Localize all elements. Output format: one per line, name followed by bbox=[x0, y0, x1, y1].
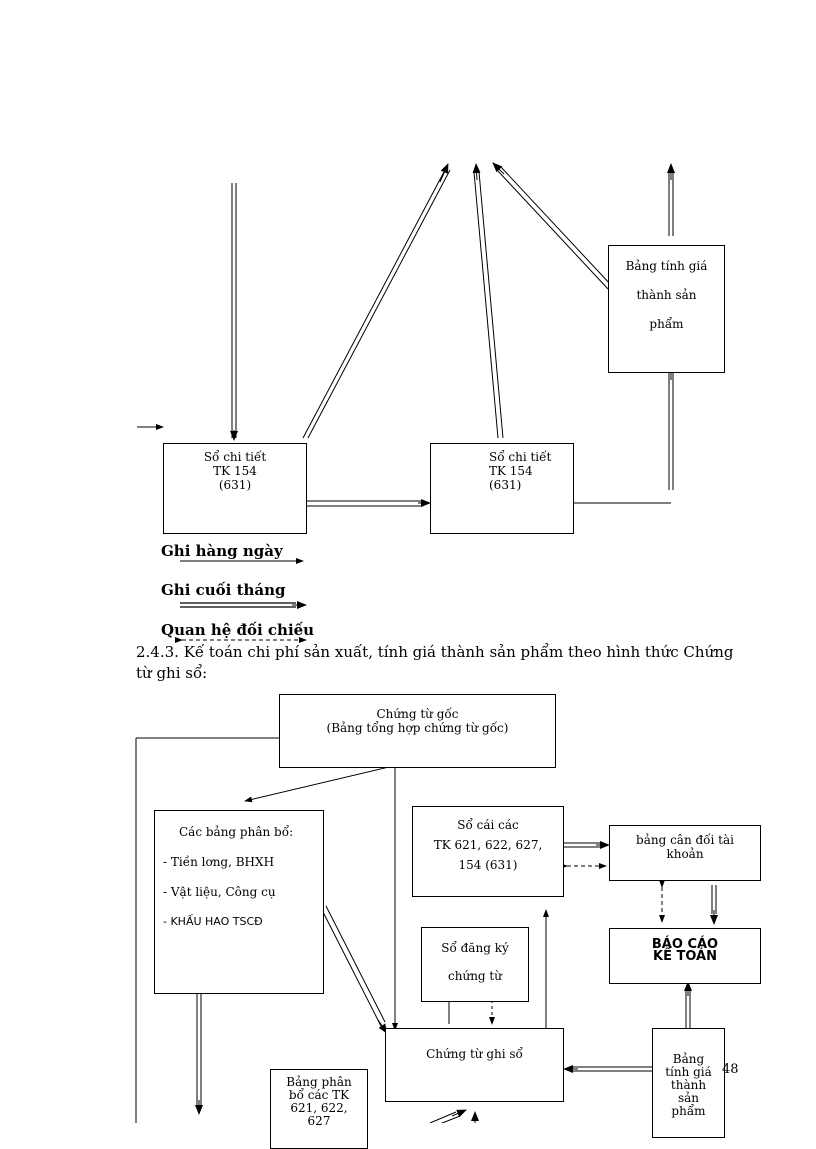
recording-voucher-box: Chứng từ ghi sổ bbox=[385, 1028, 564, 1102]
trial-balance-line-1: bảng cân đối tài bbox=[636, 833, 734, 847]
general-ledger-line-1: Sổ cái các bbox=[457, 818, 519, 832]
allocation-item-depreciation: - KHẤU HAO TSCĐ bbox=[163, 915, 263, 928]
arrow-ledger-to-balance bbox=[564, 841, 610, 849]
voucher-register-line-1: Sổ đăng ký bbox=[441, 941, 509, 955]
arrow-to-allocation bbox=[244, 765, 394, 803]
legend-monthly-arrow bbox=[180, 601, 307, 609]
arrow-top-right-up bbox=[667, 163, 675, 236]
detail-ledger-box-2: Sổ chi tiết TK 154 (631) bbox=[430, 443, 574, 534]
arrow-balance-to-report bbox=[710, 885, 718, 925]
source-voucher-subtitle: (Bảng tổng hợp chứng từ gốc) bbox=[326, 721, 509, 735]
voucher-register-line-2: chứng từ bbox=[448, 969, 502, 983]
page-number: 48 bbox=[722, 1062, 739, 1077]
general-ledger-box: Sổ cái các TK 621, 622, 627, 154 (631) bbox=[412, 806, 564, 897]
section-heading-line-2: từ ghi sổ: bbox=[136, 664, 208, 682]
accounting-report-line-2: KẾ TOÁN bbox=[653, 949, 717, 964]
arrow-detail-2-up bbox=[472, 163, 504, 439]
account-allocation-box: Bảng phân bổ các TK 621, 622, 627 bbox=[270, 1069, 368, 1149]
detail-ledger-1-line-3: (631) bbox=[218, 478, 252, 492]
price-table-line-2: thành sản bbox=[636, 288, 697, 302]
arrow-price-table-up bbox=[492, 162, 612, 290]
price-table-box-top: Bảng tính giá thành sản phẩm bbox=[608, 245, 725, 373]
detail-ledger-2-line-3: (631) bbox=[489, 478, 522, 492]
price-table-box-bottom: Bảng tính giá thành sản phẩm bbox=[652, 1028, 725, 1138]
price-table-line-1: Bảng tính giá bbox=[625, 259, 708, 273]
diagram-connectors bbox=[135, 162, 718, 1123]
arrow-down-to-detail-1 bbox=[230, 183, 238, 441]
price-table-line-3: phẩm bbox=[649, 317, 684, 331]
legend-daily: Ghi hàng ngày bbox=[161, 542, 283, 560]
accounting-report-line-1: BÁO CÁO bbox=[651, 937, 719, 952]
account-allocation-line-4: 627 bbox=[307, 1114, 331, 1128]
source-voucher-box: Chứng từ gốc (Bảng tổng hợp chứng từ gốc… bbox=[279, 694, 556, 768]
voucher-register-box: Sổ đăng ký chứng từ bbox=[421, 927, 529, 1002]
allocation-title: Các bảng phân bổ: bbox=[179, 825, 294, 839]
arrow-detail-1-to-detail-2 bbox=[306, 499, 431, 507]
arrow-price-to-report bbox=[684, 981, 692, 1028]
price-table-bottom-line-2: tính giá bbox=[665, 1065, 712, 1079]
source-voucher-title: Chứng từ gốc bbox=[376, 707, 459, 721]
price-table-bottom-line-3: thành bbox=[670, 1078, 707, 1092]
legend-compare: Quan hệ đối chiếu bbox=[161, 621, 315, 639]
detail-ledger-2-line-2: TK 154 bbox=[489, 464, 533, 478]
allocation-tables-box: Các bảng phân bổ: - Tiền lơng, BHXH - Vậ… bbox=[154, 810, 324, 994]
account-allocation-line-3: 621, 622, bbox=[290, 1101, 348, 1115]
arrow-detail-1-up bbox=[302, 163, 451, 439]
accounting-report-box: BÁO CÁO KẾ TOÁN bbox=[609, 928, 761, 984]
legend-monthly: Ghi cuối tháng bbox=[161, 581, 286, 599]
trial-balance-box: bảng cân đối tài khoản bbox=[609, 825, 761, 881]
detail-ledger-1-line-1: Sổ chi tiết bbox=[203, 450, 267, 464]
account-allocation-line-1: Bảng phân bbox=[286, 1075, 352, 1089]
recording-voucher-label: Chứng từ ghi sổ bbox=[426, 1047, 523, 1061]
general-ledger-line-3: 154 (631) bbox=[458, 858, 518, 872]
allocation-item-salary: - Tiền lơng, BHXH bbox=[163, 855, 275, 869]
arrow-allocation-to-voucher bbox=[321, 905, 388, 1034]
section-heading-line-1: 2.4.3. Kế toán chi phí sản xuất, tính gi… bbox=[136, 643, 734, 661]
arrow-to-price-table bbox=[667, 363, 675, 490]
allocation-item-materials: - Vật liệu, Công cụ bbox=[163, 885, 276, 899]
arrow-allocation-down bbox=[195, 988, 203, 1115]
detail-ledger-1-line-2: TK 154 bbox=[213, 464, 257, 478]
price-table-bottom-line-1: Bảng bbox=[672, 1052, 705, 1066]
detail-ledger-box-1: Sổ chi tiết TK 154 (631) bbox=[163, 443, 307, 534]
price-table-bottom-line-5: phẩm bbox=[671, 1104, 706, 1118]
trial-balance-line-2: khoản bbox=[666, 847, 704, 861]
general-ledger-line-2: TK 621, 622, 627, bbox=[433, 838, 543, 852]
price-table-bottom-line-4: sản bbox=[677, 1091, 700, 1105]
arrow-price-to-voucher bbox=[563, 1065, 652, 1073]
account-allocation-line-2: bổ các TK bbox=[288, 1088, 350, 1102]
detail-ledger-2-line-1: Sổ chi tiết bbox=[489, 450, 552, 464]
arrow-lower-to-voucher bbox=[429, 1109, 467, 1123]
